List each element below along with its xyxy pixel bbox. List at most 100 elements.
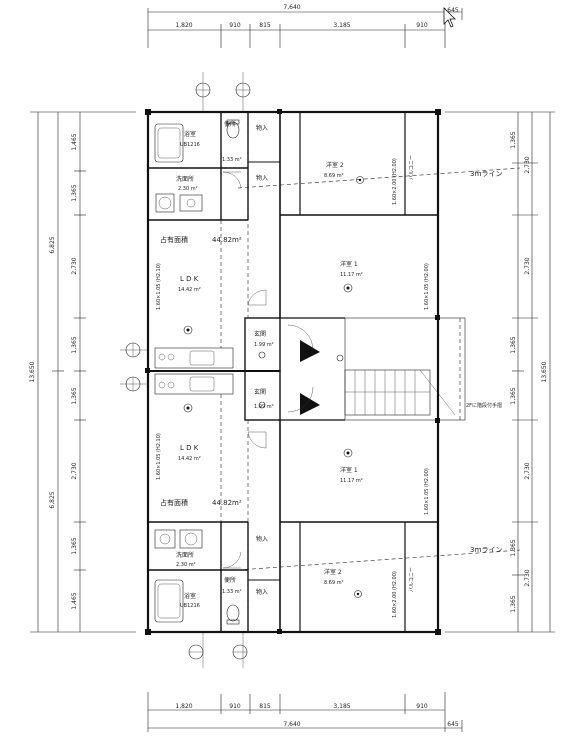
left-half-1: 6,825: [49, 236, 56, 253]
bottom-seg-1: 1,820: [175, 703, 192, 710]
upper-area-value: 44.82m²: [212, 236, 242, 244]
light-fixtures: [183, 176, 364, 598]
right-seg-8: 1,365: [510, 595, 517, 612]
room-ldk-window: 1.60×1.05 (H2.10): [156, 433, 162, 480]
setback-line-upper: 3ｍライン: [470, 170, 502, 178]
room-bedroom2-window: 1.60×2.00 (H2.00): [392, 158, 398, 205]
bottom-seg-5: 910: [416, 703, 428, 710]
bottom-seg-2: 910: [229, 703, 241, 710]
right-total-dim: 13,650: [541, 361, 548, 382]
room-bedroom1-label: 洋室 1: [340, 466, 358, 474]
room-entry-area: 1.99 m²: [254, 404, 274, 410]
top-seg-2: 910: [229, 22, 241, 29]
room-ldk-label: L D K: [180, 444, 199, 452]
right-dimensions: 1,365 2,730 2,730 1,365 1,365 2,730 1,36…: [445, 111, 555, 633]
washer-icon: [179, 529, 203, 549]
room-bath-label: 浴室: [184, 130, 196, 138]
bathtub-icon: [154, 123, 184, 163]
right-seg-2: 2,730: [524, 156, 531, 173]
room-bedroom1-label: 洋室 1: [340, 260, 358, 268]
left-seg-3: 2,730: [71, 257, 78, 274]
cursor-icon: [443, 7, 456, 28]
lower-unit-labels: 玄関 1.99 m² L D K 14.42 m² 1.60×1.05 (H2.…: [156, 388, 430, 618]
axis-markers: [120, 72, 251, 668]
washbasin-icon: [154, 529, 176, 549]
room-bedroom2-label: 洋室 2: [326, 161, 344, 169]
upper-fixtures: [154, 119, 267, 369]
room-balcony-label: バルコニー: [409, 155, 415, 180]
bottom-extra-dim: 645: [447, 721, 459, 728]
room-ldk-area: 14.42 m²: [178, 456, 201, 462]
room-bedroom1-window: 1.60×1.05 (H2.00): [424, 263, 430, 310]
right-seg-6: 2,730: [524, 462, 531, 479]
room-washroom-label: 洗面所: [176, 551, 194, 559]
bottom-seg-3: 815: [259, 703, 271, 710]
room-bedroom1-area: 11.17 m²: [340, 272, 363, 278]
room-entry-area: 1.99 m²: [254, 342, 274, 348]
left-half-2: 6,825: [49, 491, 56, 508]
room-ldk-label: L D K: [180, 275, 199, 283]
kitchen-counter: [154, 373, 234, 395]
room-toilet-area: 1.33 m²: [222, 157, 242, 163]
room-washroom-area: 2.30 m²: [176, 562, 196, 568]
washer-icon: [155, 193, 175, 213]
lower-fixtures: [154, 373, 267, 625]
bathtub-icon: [154, 579, 184, 623]
left-seg-2: 1,365: [71, 184, 78, 201]
room-balcony-label: バルコニー: [409, 567, 415, 592]
lower-area-value: 44.82m²: [212, 499, 242, 507]
room-entry-label: 玄関: [254, 388, 266, 396]
upper-area-label: 占有面積: [160, 235, 188, 244]
left-dimensions: 13,650 6,825 6,825 1,465 1,365 2,730 1,3…: [29, 111, 136, 633]
top-seg-1: 1,820: [175, 22, 192, 29]
room-bedroom2-area: 8.69 m²: [324, 580, 344, 586]
bottom-dimensions: 1,820 910 815 3,185 910 7,640 645: [147, 692, 463, 732]
room-storage-label: 物入: [256, 588, 268, 596]
right-seg-5: 1,365: [510, 387, 517, 404]
room-washroom-area: 2.30 m²: [178, 186, 198, 192]
room-toilet-label: 便所: [224, 576, 236, 584]
top-dimensions: 7,640 645 1,820 910 815 3,185 910: [147, 4, 463, 48]
room-bedroom2-area: 8.69 m²: [324, 173, 344, 179]
left-seg-6: 2,730: [71, 462, 78, 479]
bottom-seg-4: 3,185: [333, 703, 350, 710]
room-bath-sub: UB1216: [180, 603, 200, 609]
top-extra-dim: 645: [447, 7, 459, 14]
right-seg-4: 1,365: [510, 336, 517, 353]
pillars: [145, 109, 441, 635]
left-seg-1: 1,465: [71, 133, 78, 150]
annotations: 3ｍライン 3ｍライン 2Fに階段付手摺: [466, 170, 502, 554]
sink-icon: [189, 376, 215, 392]
room-bath-label: 浴室: [184, 592, 196, 600]
grid-lines: [220, 112, 521, 632]
lower-area-label: 占有面積: [160, 498, 188, 507]
toilet-icon: [226, 121, 240, 139]
room-storage-label: 物入: [256, 124, 268, 132]
room-bedroom2-label: 洋室 2: [324, 568, 342, 576]
top-seg-3: 815: [259, 22, 271, 29]
top-seg-5: 910: [416, 22, 428, 29]
top-total-dim: 7,640: [283, 4, 300, 11]
room-washroom-label: 洗面所: [176, 175, 194, 183]
setback-line-lower: 3ｍライン: [470, 546, 502, 554]
room-bedroom1-area: 11.17 m²: [340, 478, 363, 484]
room-bath-sub: UB1216: [180, 142, 200, 148]
room-bedroom2-window: 1.60×2.00 (H2.00): [392, 571, 398, 618]
kitchen-counter: [154, 347, 234, 369]
sink-icon: [189, 350, 215, 366]
arrow-icon: [300, 393, 320, 415]
upper-unit-labels: 浴室 UB1216 便所 1.33 m² 物入 物入 洗面所 2.30 m² 洋…: [156, 120, 430, 348]
right-seg-7: 1,365: [510, 539, 517, 556]
room-toilet-label: 便所: [224, 120, 236, 128]
arrow-icon: [300, 340, 320, 362]
toilet-icon: [226, 604, 240, 622]
room-storage-label: 物入: [256, 535, 268, 543]
left-seg-8: 1,465: [71, 592, 78, 609]
right-seg-9: 2,730: [524, 569, 531, 586]
right-seg-1: 1,365: [510, 131, 517, 148]
room-bedroom1-window: 1.60×1.05 (H2.00): [424, 468, 430, 515]
room-ldk-window: 1.60×1.05 (H2.10): [156, 263, 162, 310]
room-ldk-area: 14.42 m²: [178, 287, 201, 293]
room-storage-label: 物入: [256, 174, 268, 182]
bottom-total-dim: 7,640: [283, 721, 300, 728]
